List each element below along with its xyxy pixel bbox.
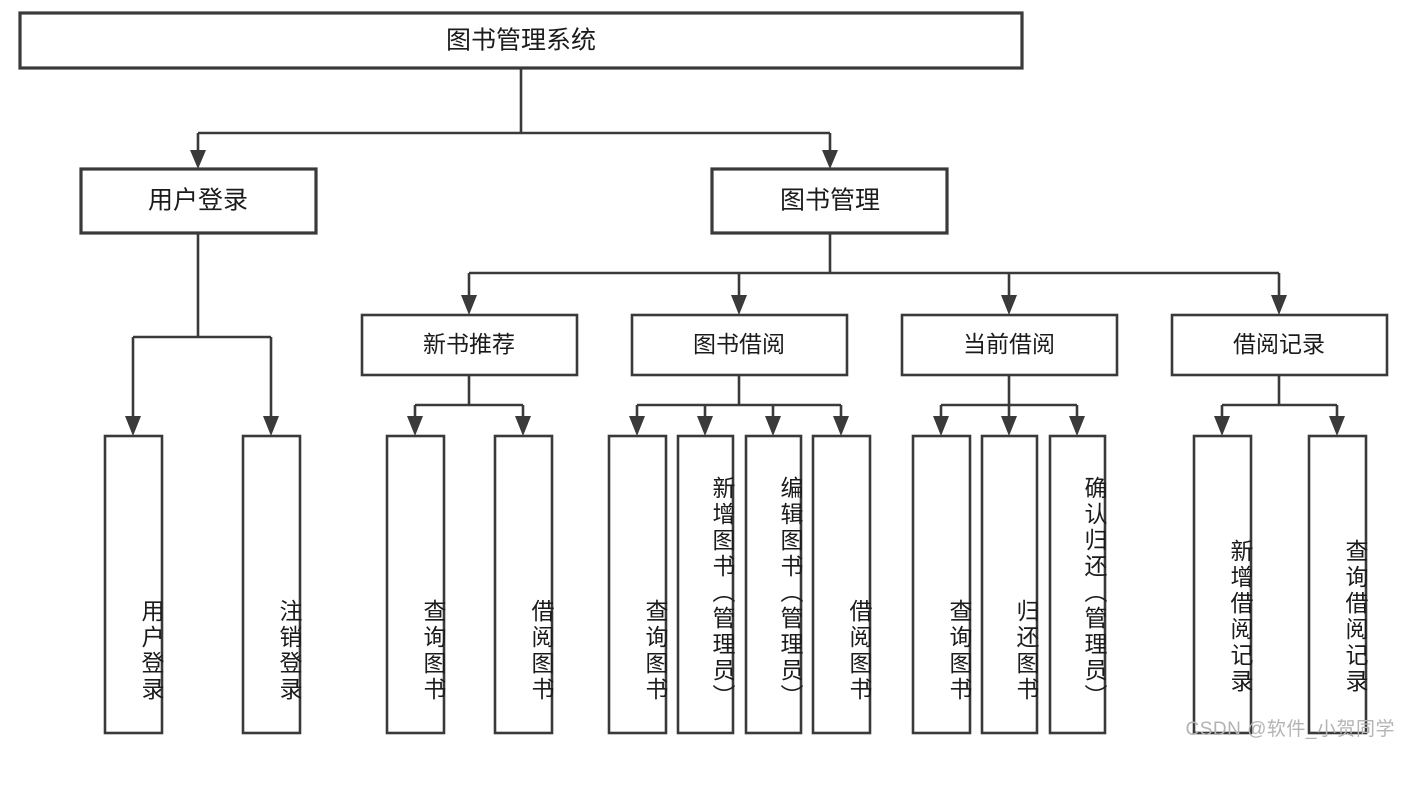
- arrow-leaf-edit-book: [765, 416, 781, 436]
- arrow-leaf-query-book-3: [933, 416, 949, 436]
- arrow-leaf-return-book: [1001, 416, 1017, 436]
- node-new-book-recommend[interactable]: [360, 313, 579, 377]
- watermark-text: CSDN @软件_小贺同学: [1185, 719, 1395, 740]
- node-book-borrow-label: 图书借阅: [693, 331, 785, 357]
- flowchart-svg: 图书管理系统 用户登录 图书管理 新书推荐 图书借阅 当前借阅 借阅记录: [18, 11, 1389, 735]
- node-new-book-recommend-label: 新书推荐: [423, 331, 515, 357]
- arrow-leaf-borrow-book-2: [833, 416, 849, 436]
- node-leaf-add-book[interactable]: [676, 434, 735, 735]
- node-borrow-record-label: 借阅记录: [1233, 331, 1325, 357]
- node-leaf-add-record[interactable]: [1192, 434, 1253, 735]
- node-leaf-query-book-2[interactable]: [607, 434, 668, 735]
- node-user-login[interactable]: [79, 167, 318, 235]
- node-leaf-return-book[interactable]: [980, 434, 1039, 735]
- node-leaf-query-record[interactable]: [1307, 434, 1368, 735]
- diagram-canvas: 图书管理系统 用户登录 图书管理 新书推荐 图书借阅 当前借阅 借阅记录: [18, 11, 1395, 740]
- arrow-borrow-record: [1271, 295, 1287, 315]
- node-book-manage[interactable]: [710, 167, 949, 235]
- arrow-leaf-confirm-return: [1069, 416, 1085, 436]
- node-root[interactable]: [18, 11, 1024, 70]
- arrow-book-manage: [822, 150, 838, 169]
- node-current-borrow[interactable]: [900, 313, 1119, 377]
- arrow-leaf-user-logout: [263, 416, 279, 436]
- arrow-leaf-query-book-2: [629, 416, 645, 436]
- arrow-leaf-user-login: [125, 416, 141, 436]
- node-leaf-user-logout[interactable]: [241, 434, 302, 735]
- node-leaf-query-book-3[interactable]: [911, 434, 972, 735]
- node-borrow-record[interactable]: [1170, 313, 1389, 377]
- node-current-borrow-label: 当前借阅: [963, 331, 1055, 357]
- arrow-leaf-query-record: [1329, 416, 1345, 436]
- node-book-borrow[interactable]: [630, 313, 849, 377]
- node-leaf-confirm-return[interactable]: [1048, 434, 1107, 735]
- node-leaf-edit-book[interactable]: [744, 434, 803, 735]
- node-layer: 图书管理系统 用户登录 图书管理 新书推荐 图书借阅 当前借阅 借阅记录: [18, 11, 1389, 735]
- node-leaf-user-login[interactable]: [103, 434, 164, 735]
- node-leaf-query-book-1[interactable]: [385, 434, 446, 735]
- arrow-leaf-borrow-book-1: [515, 416, 531, 436]
- node-root-label: 图书管理系统: [446, 27, 596, 55]
- arrow-leaf-query-book-1: [407, 416, 423, 436]
- arrow-leaf-add-book: [697, 416, 713, 436]
- node-leaf-borrow-book-1[interactable]: [493, 434, 554, 735]
- arrow-current-borrow: [1001, 295, 1017, 315]
- connector-layer: [125, 68, 1345, 436]
- node-leaf-borrow-book-2[interactable]: [811, 434, 872, 735]
- node-book-manage-label: 图书管理: [780, 187, 880, 215]
- node-user-login-label: 用户登录: [148, 187, 248, 215]
- arrow-leaf-add-record: [1214, 416, 1230, 436]
- arrow-book-borrow: [731, 295, 747, 315]
- arrow-new-book-recommend: [461, 295, 477, 315]
- arrow-user-login: [190, 150, 206, 169]
